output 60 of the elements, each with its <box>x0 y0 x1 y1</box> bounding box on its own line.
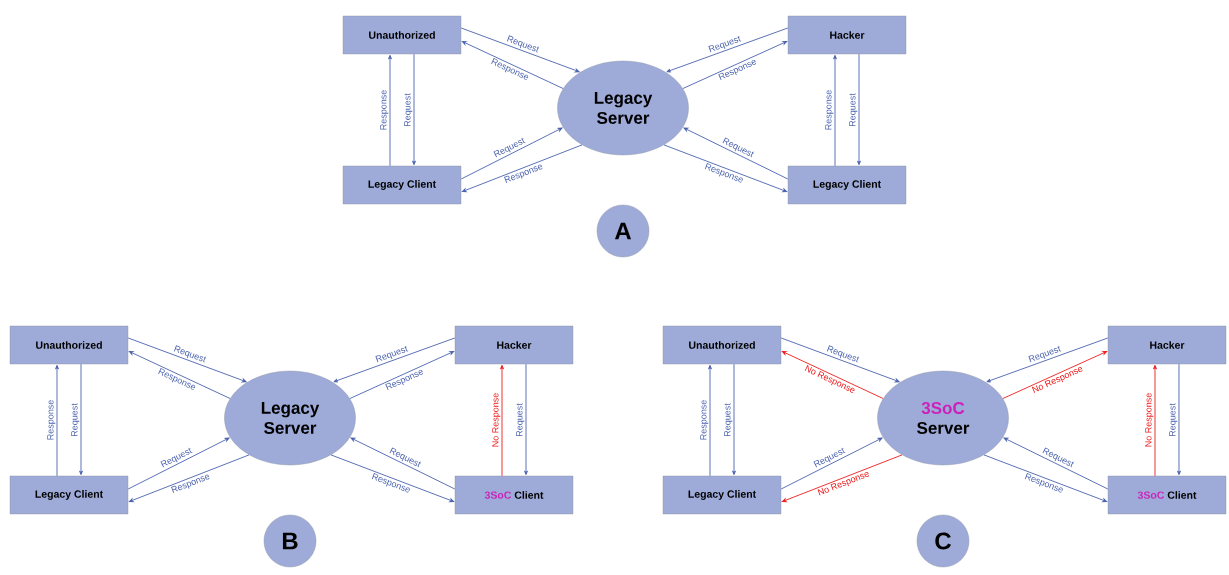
arrow <box>708 364 712 477</box>
arrow <box>781 351 884 399</box>
arrow <box>461 144 583 193</box>
process-box: Hacker <box>787 15 907 55</box>
arrow <box>460 127 563 180</box>
arrow <box>330 454 455 503</box>
arrow <box>55 364 59 477</box>
edge-label: Response <box>47 400 56 440</box>
process-box: Hacker <box>1107 325 1227 365</box>
process-box: Unauthorized <box>9 325 129 365</box>
arrow <box>412 53 416 166</box>
arrow <box>461 41 564 89</box>
arrow <box>732 363 736 476</box>
edge-label: Request <box>71 403 80 436</box>
arrow <box>460 27 580 73</box>
arrow <box>128 454 250 503</box>
arrow <box>388 54 392 167</box>
edge-label: Response <box>825 90 834 130</box>
arrow <box>983 454 1108 503</box>
edge-label: Response <box>700 400 709 440</box>
arrow <box>663 144 788 193</box>
arrow <box>666 27 789 73</box>
arrow <box>1177 363 1181 476</box>
arrow <box>1002 351 1108 399</box>
edge-label: No Response <box>492 393 501 447</box>
process-box: Unauthorized <box>662 325 782 365</box>
arrow <box>780 437 883 490</box>
arrow <box>333 337 456 383</box>
arrow <box>986 337 1109 383</box>
arrow <box>127 337 247 383</box>
edge-label: Response <box>380 90 389 130</box>
process-box: Unauthorized <box>342 15 462 55</box>
arrow <box>1153 364 1157 477</box>
process-box: Legacy Client <box>9 475 129 515</box>
arrow <box>780 337 900 383</box>
edge-label: Request <box>724 403 733 436</box>
edge-label: Request <box>404 93 413 126</box>
edge-label: Request <box>516 403 525 436</box>
arrow <box>79 363 83 476</box>
arrow <box>349 351 455 399</box>
process-box: Legacy Client <box>342 165 462 205</box>
arrow <box>350 437 456 490</box>
process-box: Legacy Client <box>787 165 907 205</box>
edge-label: Request <box>1169 403 1178 436</box>
arrow <box>857 53 861 166</box>
arrow <box>781 454 903 503</box>
process-box: Legacy Client <box>662 475 782 515</box>
edge-label: Request <box>849 93 858 126</box>
arrow <box>683 127 789 180</box>
arrow <box>128 351 231 399</box>
edge-label: No Response <box>1145 393 1154 447</box>
process-box: 3SoC Client <box>1107 475 1227 515</box>
arrow <box>682 41 788 89</box>
process-box: Hacker <box>454 325 574 365</box>
arrow <box>833 54 837 167</box>
arrow <box>127 437 230 490</box>
arrow <box>1003 437 1109 490</box>
arrow <box>500 364 504 477</box>
process-box: 3SoC Client <box>454 475 574 515</box>
arrow <box>524 363 528 476</box>
